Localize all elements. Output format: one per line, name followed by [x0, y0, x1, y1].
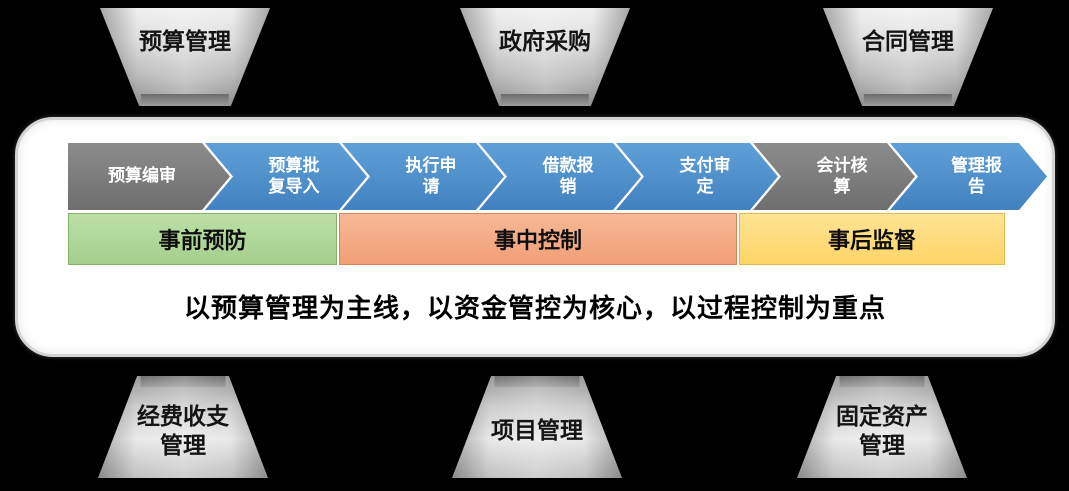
module-label-line1: 固定资产 — [836, 402, 928, 429]
module-project-management: 项目管理 — [452, 376, 622, 478]
phase-in-process-control: 事中控制 — [339, 213, 737, 265]
module-label-line1: 项目管理 — [491, 416, 583, 443]
step-label-line1: 预算批 — [268, 156, 320, 176]
phase-post-supervision: 事后监督 — [739, 213, 1005, 265]
module-label-line2: 管理 — [160, 431, 206, 458]
module-government-procurement: 政府采购 — [460, 8, 630, 106]
step-label-line2: 算 — [833, 176, 851, 196]
step-budget-compilation-review: 预算编审 — [68, 143, 230, 210]
module-fixed-assets-management: 固定资产 管理 — [797, 376, 967, 478]
step-accounting: 会计核 算 — [753, 143, 915, 210]
phase-label: 事中控制 — [493, 228, 582, 253]
step-label-line1: 支付审 — [679, 156, 731, 176]
core-process-panel: 预算编审 预算批 复导入 执行申 请 借款报 销 支付审 定 会计核 算 — [15, 117, 1055, 357]
step-label-line1: 借款报 — [542, 156, 594, 176]
module-label-line1: 经费收支 — [137, 402, 229, 429]
step-label-line2: 定 — [696, 176, 714, 196]
module-label: 合同管理 — [862, 28, 954, 54]
module-contract-management: 合同管理 — [823, 8, 993, 106]
module-expense-income-management: 经费收支 管理 — [98, 376, 268, 478]
step-label-line1: 执行申 — [405, 156, 457, 176]
phase-label: 事前预防 — [158, 228, 247, 253]
step-label-line2: 请 — [422, 176, 440, 196]
process-flow: 预算编审 预算批 复导入 执行申 请 借款报 销 支付审 定 会计核 算 — [18, 143, 1052, 210]
module-label: 预算管理 — [139, 28, 231, 54]
step-label-line1: 会计核 — [816, 156, 868, 176]
module-budget-management: 预算管理 — [100, 8, 270, 106]
module-label-line2: 管理 — [859, 431, 905, 458]
step-label-line1: 管理报 — [951, 156, 1002, 176]
phase-label: 事后监督 — [827, 228, 916, 253]
phase-pre-prevention: 事前预防 — [68, 213, 337, 265]
phase-bars: 事前预防 事中控制 事后监督 — [18, 213, 1052, 265]
panel-caption: 以预算管理为主线，以资金管控为核心，以过程控制为重点 — [183, 293, 886, 323]
step-label-line2: 告 — [968, 176, 985, 196]
module-label: 政府采购 — [499, 28, 591, 54]
step-label-line2: 复导入 — [268, 176, 320, 196]
step-label-line1: 预算编审 — [108, 166, 176, 186]
step-label-line2: 销 — [559, 176, 577, 196]
